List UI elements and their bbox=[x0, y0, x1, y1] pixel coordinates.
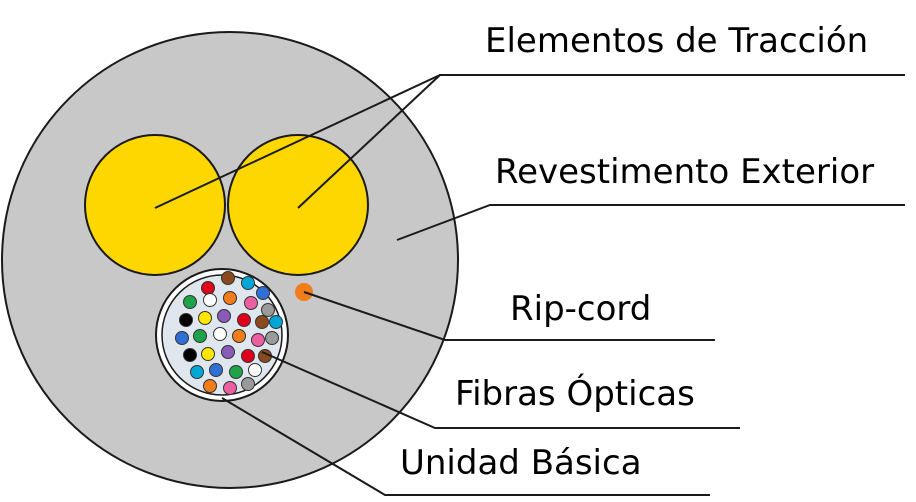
optical-fiber bbox=[198, 311, 212, 325]
optical-fiber bbox=[221, 271, 235, 285]
optical-fiber bbox=[179, 313, 193, 327]
optical-fiber bbox=[241, 276, 255, 290]
optical-fiber bbox=[190, 365, 204, 379]
optical-fiber bbox=[183, 295, 197, 309]
optical-fibers bbox=[175, 271, 283, 395]
optical-fiber bbox=[203, 293, 217, 307]
leader-line-fibers bbox=[261, 351, 740, 429]
optical-fiber bbox=[183, 348, 197, 362]
optical-fiber bbox=[223, 381, 237, 395]
optical-fiber bbox=[229, 365, 243, 379]
optical-fiber bbox=[217, 309, 231, 323]
optical-fiber bbox=[261, 303, 275, 317]
optical-fiber bbox=[232, 329, 246, 343]
label-outer-jacket: Revestimento Exterior bbox=[495, 152, 874, 192]
leader-line-basic-unit bbox=[221, 397, 710, 496]
label-ripcord: Rip-cord bbox=[510, 289, 651, 329]
optical-fiber bbox=[201, 281, 215, 295]
optical-fiber bbox=[244, 296, 258, 310]
optical-fiber bbox=[221, 345, 235, 359]
optical-fiber bbox=[193, 329, 207, 343]
traction-element-right bbox=[227, 134, 369, 276]
optical-fiber bbox=[256, 286, 270, 300]
optical-fiber bbox=[241, 377, 255, 391]
label-basic-unit: Unidad Básica bbox=[400, 443, 642, 483]
leader-line-traction-right bbox=[297, 74, 441, 209]
optical-fiber bbox=[213, 327, 227, 341]
optical-fiber bbox=[223, 291, 237, 305]
label-optical-fibers: Fibras Ópticas bbox=[455, 373, 695, 414]
optical-fiber bbox=[175, 331, 189, 345]
label-traction-elements: Elementos de Tracción bbox=[485, 21, 868, 61]
leader-line-outer-jacket bbox=[396, 204, 905, 241]
optical-fiber bbox=[248, 363, 262, 377]
optical-fiber bbox=[209, 363, 223, 377]
optical-fiber bbox=[203, 379, 217, 393]
outer-jacket bbox=[1, 31, 459, 489]
optical-fiber bbox=[255, 315, 269, 329]
optical-fiber bbox=[201, 347, 215, 361]
optical-fiber bbox=[237, 313, 251, 327]
optical-fiber bbox=[241, 349, 255, 363]
leader-line-ripcord bbox=[303, 291, 715, 341]
optical-fiber bbox=[265, 331, 279, 345]
optical-fiber bbox=[251, 333, 265, 347]
optical-fiber bbox=[269, 315, 283, 329]
traction-element-left bbox=[84, 134, 226, 276]
